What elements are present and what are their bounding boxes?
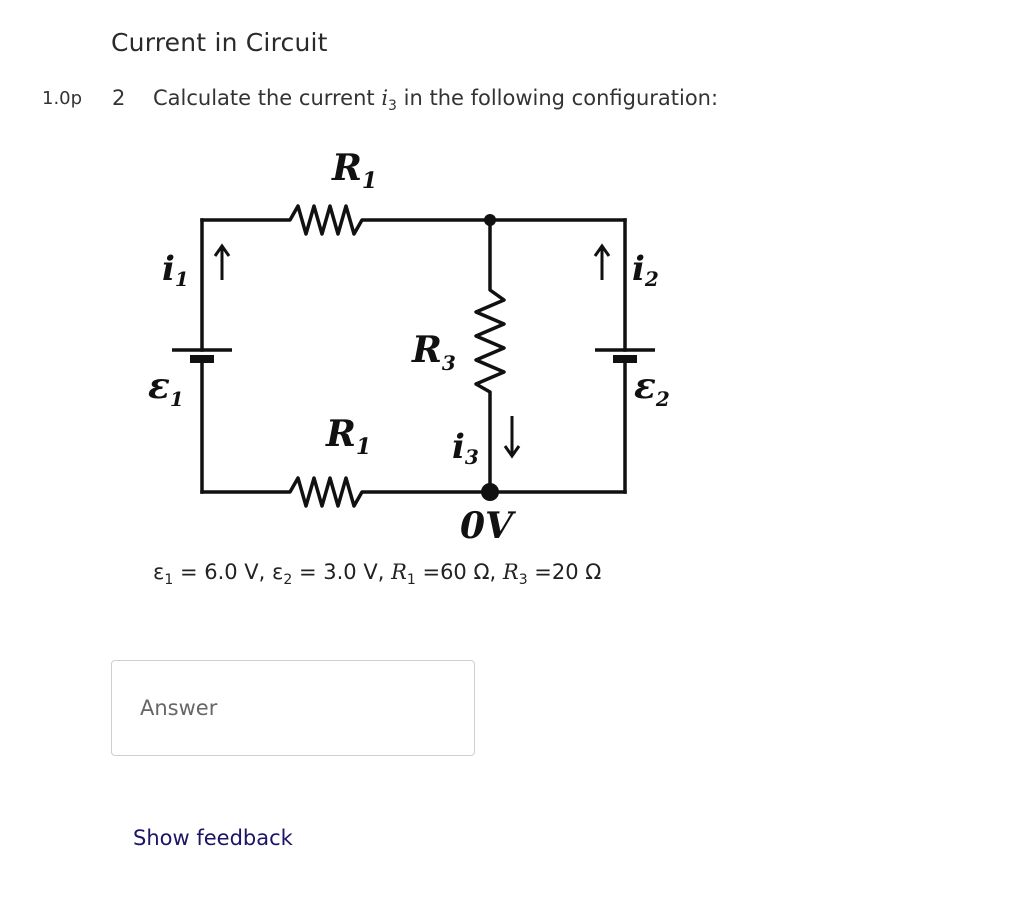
bottom-wire	[200, 476, 627, 508]
given-e1-value: = 6.0 V,	[173, 560, 273, 584]
given-e1-sub: 1	[164, 572, 174, 589]
label-i2: i2	[632, 249, 659, 291]
top-wire	[200, 204, 627, 236]
label-i3: i3	[452, 427, 479, 469]
question-text-before: Calculate the current	[153, 86, 382, 110]
question-title: Current in Circuit	[111, 28, 328, 57]
label-ground: 0V	[460, 505, 516, 547]
answer-box[interactable]	[111, 660, 475, 756]
given-e2-symbol: ε	[272, 560, 284, 584]
question-variable: i	[381, 86, 389, 110]
junction-bottom	[481, 483, 499, 501]
given-e1-symbol: ε	[153, 560, 165, 584]
answer-input[interactable]	[112, 661, 474, 755]
given-r3-value: =20 Ω	[527, 560, 602, 584]
given-r3-symbol: R	[502, 560, 519, 584]
label-i1: i1	[162, 249, 189, 291]
question-points: 1.0p	[42, 88, 83, 109]
given-r1-symbol: R	[391, 560, 407, 584]
question-variable-sub: 3	[388, 98, 397, 115]
question-text-after: in the following configuration:	[396, 86, 719, 110]
battery-e1	[172, 348, 232, 363]
arrow-i1	[213, 243, 231, 280]
question-text: Calculate the current i3 in the followin…	[153, 86, 718, 114]
show-feedback-link[interactable]: Show feedback	[133, 826, 293, 850]
battery-e2	[595, 348, 655, 363]
given-values: ε1 = 6.0 V, ε2 = 3.0 V, R1 =60 Ω, R3 =20…	[153, 560, 601, 588]
given-r1-value: =60 Ω,	[415, 560, 503, 584]
junction-top	[484, 214, 496, 226]
label-r1-top: R1	[331, 147, 377, 194]
arrow-i2	[593, 243, 611, 280]
label-r1-bottom: R1	[325, 413, 371, 460]
given-e2-sub: 2	[283, 572, 293, 589]
given-e2-value: = 3.0 V,	[292, 560, 392, 584]
question-number: 2	[112, 86, 126, 110]
label-e1: ε1	[148, 365, 184, 411]
middle-branch	[474, 218, 506, 494]
arrow-i3	[503, 416, 521, 459]
given-r3-sub: 3	[518, 572, 528, 589]
given-r1-sub: 1	[406, 572, 416, 589]
label-e2: ε2	[634, 365, 670, 411]
label-r3: R3	[411, 329, 456, 375]
circuit-diagram: R1 i1 i2 R3 ε1 ε2 R1 i3 0V	[148, 147, 670, 547]
